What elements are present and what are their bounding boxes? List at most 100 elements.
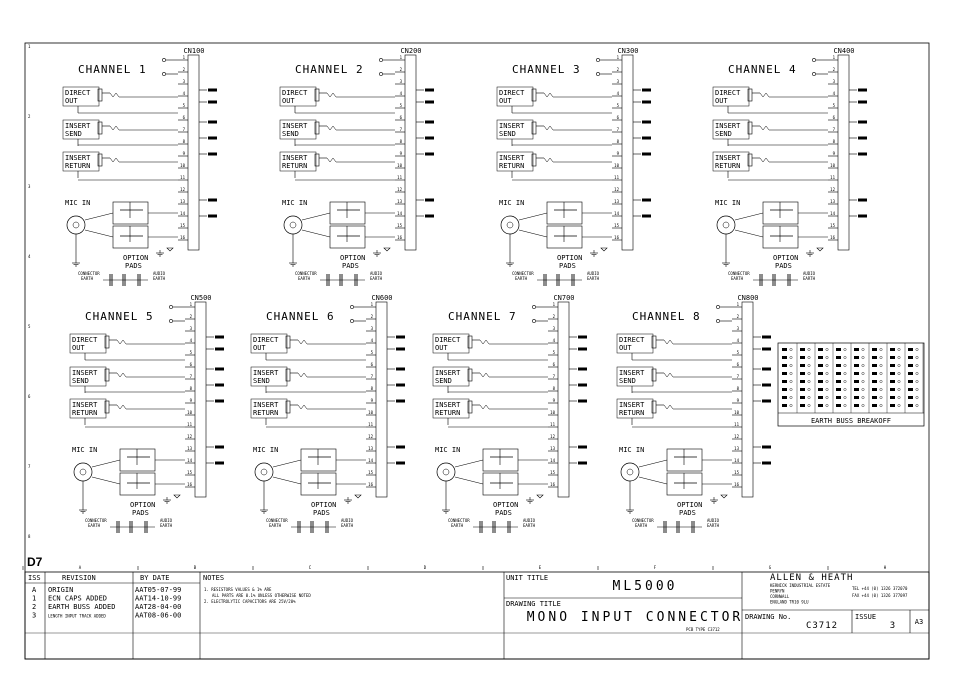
breakoff-link-mark	[854, 372, 859, 375]
pin-number: 8	[371, 386, 374, 391]
breakoff-link-mark	[818, 380, 823, 383]
tb-header: REVISION	[62, 574, 96, 582]
pin-number: 14	[830, 211, 835, 216]
jack-outline	[712, 86, 750, 107]
switch-contact-icon	[297, 404, 308, 410]
connector-label: CN600	[371, 294, 392, 302]
breakoff-link-mark	[836, 404, 841, 407]
switch-contact-icon	[297, 339, 308, 345]
breakoff-pad-icon	[843, 356, 847, 359]
block-label: OUT	[435, 344, 448, 352]
earth-label: AUDIO	[370, 271, 383, 276]
breakoff-link-mark	[854, 388, 859, 391]
earth-label: CONNECTOR	[266, 518, 288, 523]
jack-outline	[616, 398, 654, 419]
switch-contact-icon	[109, 157, 120, 163]
connector-body	[837, 54, 850, 251]
pin-number: 16	[830, 235, 835, 240]
net-label-mark	[578, 347, 587, 351]
zone-number: 5	[28, 324, 31, 329]
block-label: SEND	[72, 377, 89, 385]
net-label-mark	[762, 445, 771, 449]
breakoff-pad-icon	[861, 356, 865, 359]
pin-number: 2	[833, 67, 836, 72]
revision-text: LENGTH INPUT TRACK ADDED	[48, 614, 106, 619]
switch-contact-icon	[326, 125, 337, 131]
net-label-mark	[396, 347, 405, 351]
pin-number: 12	[734, 434, 739, 439]
jack-body	[104, 368, 110, 382]
option-label: OPTION	[677, 501, 702, 509]
breakoff-pad-icon	[915, 372, 919, 375]
earth-label: EARTH	[370, 276, 383, 281]
net-label-mark	[642, 120, 651, 124]
pin-number: 10	[180, 163, 185, 168]
breakoff-pad-icon	[915, 388, 919, 391]
breakoff-link-mark	[854, 348, 859, 351]
jack-outline	[69, 398, 107, 419]
breakoff-pad-icon	[843, 404, 847, 407]
pin-number: 1	[617, 55, 620, 60]
wire	[301, 212, 331, 221]
breakoff-link-mark	[782, 404, 787, 407]
pin-number: 2	[617, 67, 620, 72]
jack-outline	[250, 333, 288, 354]
unit-title-label: UNIT TITLE	[506, 574, 548, 582]
connector-body	[741, 301, 754, 498]
breakoff-pad-icon	[789, 364, 793, 367]
channel-block: CHANNEL 6CN60012345678910111213141516DIR…	[250, 294, 405, 533]
switch-contact-icon	[479, 339, 490, 345]
pin-number: 4	[400, 91, 403, 96]
breakoff-pad-icon	[825, 348, 829, 351]
pin-number: 2	[183, 67, 186, 72]
block-label: RETURN	[715, 162, 740, 170]
breakoff-link-mark	[782, 356, 787, 359]
switch-contact-icon	[326, 157, 337, 163]
switch-contact-icon	[297, 372, 308, 378]
breakoff-link-mark	[872, 348, 877, 351]
option-label: OPTION	[123, 254, 148, 262]
jack-outline	[432, 398, 470, 419]
test-point-icon	[379, 72, 383, 76]
breakoff-pad-icon	[789, 372, 793, 375]
breakoff-pad-icon	[861, 348, 865, 351]
pin-number: 1	[553, 302, 556, 307]
net-label-mark	[642, 152, 651, 156]
pad-network	[300, 448, 337, 472]
net-label-mark	[762, 335, 771, 339]
xlr-pin-icon	[72, 221, 80, 229]
net-label-mark	[858, 136, 867, 140]
chassis-ground-icon	[720, 494, 728, 499]
breakoff-link-mark	[890, 356, 895, 359]
test-point-icon	[596, 72, 600, 76]
test-point-icon	[596, 58, 600, 62]
block-label: SEND	[282, 130, 299, 138]
pin-number: 7	[617, 127, 620, 132]
revision-iss: A	[32, 586, 37, 594]
breakoff-pad-icon	[843, 348, 847, 351]
pin-number: 15	[734, 470, 739, 475]
channel-block: CHANNEL 3CN30012345678910111213141516DIR…	[496, 47, 651, 286]
breakoff-link-mark	[836, 396, 841, 399]
pin-number: 4	[190, 338, 193, 343]
zone-number: 8	[28, 534, 31, 539]
company-address: PENRYN	[770, 589, 785, 594]
company-fax: FAX +44 (0) 1326 377097	[852, 593, 908, 598]
channel-block: CHANNEL 8CN80012345678910111213141516DIR…	[616, 294, 771, 533]
channel-title: CHANNEL 4	[728, 63, 797, 76]
breakoff-link-mark	[800, 396, 805, 399]
jack-outline	[250, 366, 288, 387]
jack-outline	[62, 119, 100, 140]
pin-number: 14	[180, 211, 185, 216]
earth-label: AUDIO	[160, 518, 173, 523]
connector-label: CN700	[553, 294, 574, 302]
pin-number: 8	[190, 386, 193, 391]
breakoff-link-mark	[908, 348, 913, 351]
net-label-mark	[208, 136, 217, 140]
breakoff-link-mark	[854, 364, 859, 367]
pin-number: 1	[183, 55, 186, 60]
breakoff-pad-icon	[789, 404, 793, 407]
block-label: INSERT	[499, 122, 525, 130]
